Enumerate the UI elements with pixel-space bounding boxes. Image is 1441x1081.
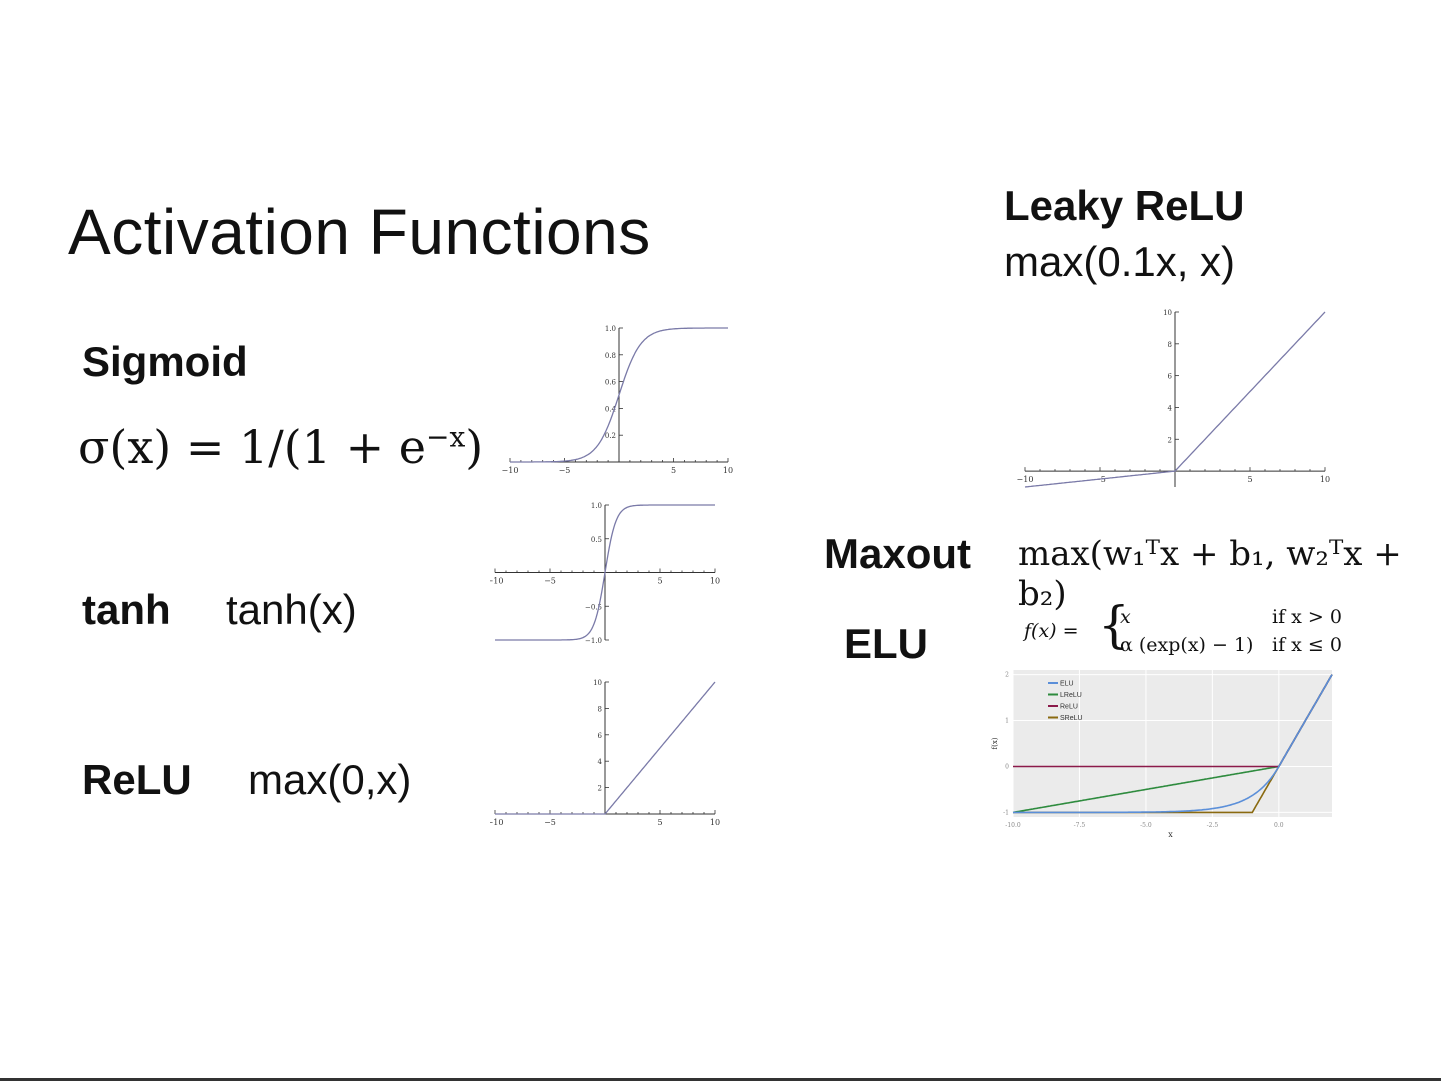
sigmoid-y-tick-label: 0.8: [605, 352, 616, 360]
elu-brace: {: [1098, 596, 1130, 654]
tanh-y-tick-label: −0.5: [585, 603, 602, 611]
slide-title: Activation Functions: [68, 196, 651, 268]
tanh-y-tick-label: 0.5: [591, 536, 602, 544]
maxout-name: Maxout: [824, 530, 971, 577]
relu-y-tick-label: 2: [598, 785, 602, 793]
sigmoid-formula: σ(x) = 1/(1 + e−x): [78, 420, 483, 474]
leaky-relu-formula: max(0.1x, x): [1004, 238, 1236, 285]
elu-x-tick-label: -7.5: [1074, 822, 1086, 829]
leaky_relu-y-tick-label: 8: [1168, 341, 1172, 349]
sigmoid-name: Sigmoid: [82, 338, 248, 385]
elu-x-tick-label: -5.0: [1140, 822, 1152, 829]
sigmoid-y-tick-label: 0.6: [605, 379, 617, 387]
elu-formula: f(x) = { x if x > 0 α (exp(x) − 1) if x …: [1024, 600, 1354, 660]
elu-plot: -10.0 -7.5 -5.0 -2.5 0.0 -1 0 1 2 x f(x) ELU LReLU Re…: [991, 670, 1333, 839]
sigmoid-x-tick-label: −5: [559, 466, 571, 475]
tanh-name: tanh: [82, 586, 171, 633]
elu-cond2: if x ≤ 0: [1272, 634, 1342, 656]
tanh-x-tick-label: −5: [544, 577, 556, 586]
relu-curve: [495, 681, 716, 815]
sigmoid-x-tick-label: 5: [671, 466, 676, 475]
elu-cond1: if x > 0: [1272, 606, 1342, 628]
sigmoid-curve: [510, 327, 728, 463]
elu-y-tick-label: 2: [1005, 672, 1009, 679]
bottom-divider: [0, 1078, 1441, 1081]
sigmoid-formula-lhs: σ(x) = 1/(1 + e: [78, 420, 427, 474]
leaky_relu-y-tick-label: 6: [1168, 373, 1173, 381]
sigmoid-x-tick-label: 10: [723, 466, 733, 475]
elu-x-tick-label: -10.0: [1005, 822, 1021, 829]
elu-y-tick-label: 0: [1005, 763, 1009, 770]
elu-case2: α (exp(x) − 1): [1120, 634, 1254, 656]
sigmoid-x-tick-label: −10: [502, 466, 519, 475]
elu-name: ELU: [844, 620, 928, 667]
sigmoid-plot: −10 −5 5 10 0.2 0.4 0.6 0.8 1.0: [502, 325, 734, 475]
sigmoid-formula-rhs: ): [465, 420, 484, 474]
maxout-formula: max(w₁ᵀx + b₁, w₂ᵀx + b₂): [1018, 534, 1402, 614]
leaky_relu-y-tick-label: 2: [1168, 436, 1172, 444]
relu-y-tick-label: 10: [593, 679, 602, 687]
elu-legend-label-srelu: SReLU: [1060, 715, 1083, 722]
relu-formula: max(0,x): [248, 756, 412, 803]
elu-series-elu: [1013, 674, 1333, 814]
relu-y-tick-label: 8: [598, 705, 602, 713]
sigmoid-y-tick-label: 0.2: [605, 432, 616, 440]
tanh-plot: −10 −5 5 10 1.0 0.5 −0.5 −1.0: [490, 502, 720, 645]
relu-x-tick-label: 5: [657, 818, 662, 827]
tanh-y-tick-label: 1.0: [591, 502, 602, 510]
relu-x-tick-label: −10: [490, 818, 503, 827]
relu-plot: −10 −5 5 10 2 4 6 8 10: [490, 679, 720, 827]
relu-x-tick-label: −5: [544, 818, 556, 827]
relu-y-tick-label: 6: [598, 732, 603, 740]
leaky_relu-x-tick-label: −10: [1017, 475, 1034, 484]
relu-name: ReLU: [82, 756, 192, 803]
sigmoid-y-tick-label: 1.0: [605, 325, 616, 333]
elu-y-tick-label: 1: [1005, 718, 1009, 725]
tanh-x-tick-label: 5: [657, 577, 662, 586]
elu-legend-label-elu: ELU: [1060, 681, 1074, 688]
relu-x-tick-label: 10: [710, 818, 720, 827]
leaky_relu-y-tick-label: 4: [1168, 404, 1173, 412]
elu-x-tick-label: -2.5: [1207, 822, 1219, 829]
sigmoid-y-tick-label: 0.4: [605, 405, 617, 413]
elu-x-axis-label: x: [1168, 830, 1173, 839]
leaky-relu-name: Leaky ReLU: [1004, 182, 1245, 229]
tanh-y-tick-label: −1.0: [585, 637, 602, 645]
tanh-curve: [495, 504, 715, 641]
sigmoid-formula-exp: −x: [426, 420, 466, 454]
tanh-x-tick-label: 10: [710, 577, 720, 586]
elu-x-tick-label: 0.0: [1274, 822, 1284, 829]
leaky_relu-curve: [1024, 311, 1326, 488]
relu-y-tick-label: 4: [598, 758, 603, 766]
elu-y-tick-label: -1: [1003, 809, 1009, 816]
tanh-x-tick-label: −10: [490, 577, 503, 586]
leaky_relu-x-tick-label: 10: [1320, 475, 1330, 484]
elu-legend-label-lrelu: LReLU: [1060, 692, 1082, 699]
elu-case1: x: [1120, 606, 1131, 628]
elu-legend-label-relu: ReLU: [1060, 704, 1078, 711]
elu-y-axis-label: f(x): [991, 737, 999, 749]
leaky_relu-y-tick-label: 10: [1163, 309, 1172, 317]
leaky_relu-x-tick-label: 5: [1247, 475, 1252, 484]
elu-formula-lhs: f(x) =: [1024, 620, 1079, 642]
tanh-formula: tanh(x): [226, 586, 357, 633]
